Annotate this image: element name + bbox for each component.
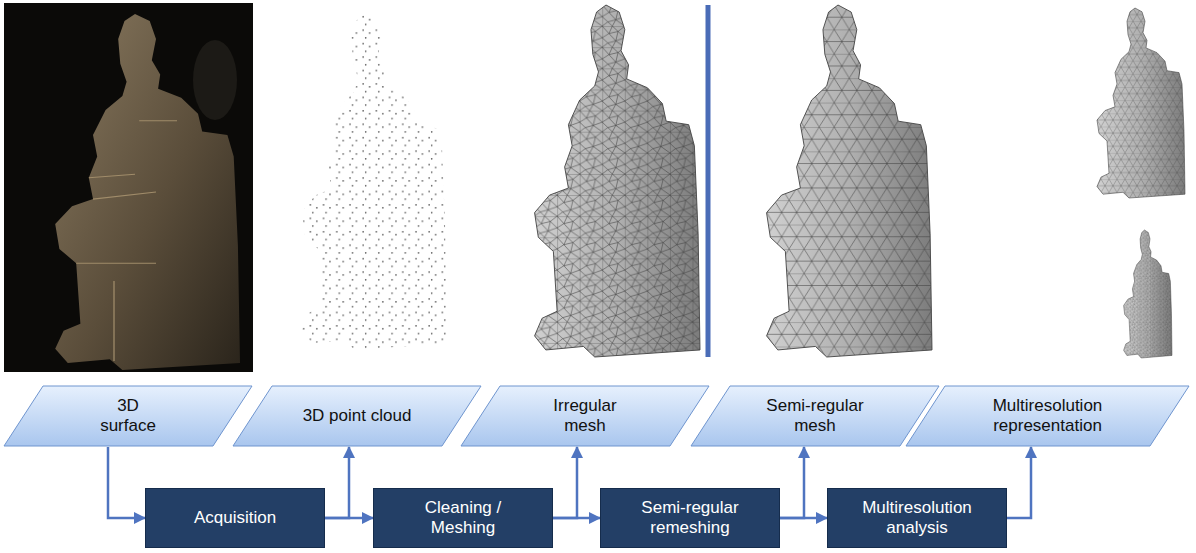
node-label: 3D surface (93, 396, 163, 437)
node-label: Semi-regular mesh (760, 396, 870, 437)
flow-arrow (325, 517, 373, 520)
coarse-mesh (1085, 8, 1185, 198)
statue-figure (55, 14, 240, 370)
flow-arrow (780, 447, 804, 518)
node-label: 3D point cloud (295, 406, 420, 426)
process-box: Cleaning / Meshing (373, 488, 553, 548)
data-parallelogram: 3D point cloud (232, 385, 482, 447)
flow-arrow (553, 447, 577, 518)
node-label: Multiresolution analysis (855, 498, 980, 539)
parallelogram-outline (4, 386, 252, 446)
mesh-wireframe (512, 5, 700, 357)
process-box: Semi-regular remeshing (600, 488, 780, 548)
node-label: Semi-regular remeshing (628, 498, 753, 539)
mesh-wireframe (1085, 8, 1185, 198)
flow-arrow (108, 447, 145, 518)
flow-arrow (553, 517, 600, 520)
point-dots (282, 14, 447, 350)
parallelogram-outline (691, 386, 939, 446)
flow-arrow (325, 447, 349, 518)
statue-photo (4, 3, 253, 372)
data-parallelogram: Irregular mesh (460, 385, 710, 447)
process-box: Acquisition (145, 488, 325, 548)
node-label: Cleaning / Meshing (401, 498, 526, 539)
data-parallelogram: 3D surface (3, 385, 253, 447)
irregular-mesh (512, 5, 700, 357)
divider-line (706, 5, 711, 357)
parallelogram-outline (233, 386, 481, 446)
mesh-outline (767, 5, 932, 357)
data-parallelogram: Semi-regular mesh (690, 385, 940, 447)
data-parallelogram: Multiresolution representation (905, 385, 1190, 447)
coarsest-mesh (1117, 230, 1172, 358)
flow-arrow (780, 517, 827, 520)
parallelogram-outline (461, 386, 709, 446)
mesh-outline (1097, 8, 1185, 198)
flow-arrow (1007, 447, 1031, 518)
background-figure (193, 40, 237, 120)
mesh-wireframe (1117, 230, 1172, 358)
process-box: Multiresolution analysis (827, 488, 1007, 548)
point-cloud (282, 14, 447, 350)
mesh-outline (535, 5, 700, 357)
statue-detail (76, 121, 177, 361)
parallelogram-outline (906, 386, 1189, 446)
mesh-wireframe (744, 5, 932, 357)
node-label: Multiresolution representation (980, 396, 1115, 437)
photo-background (4, 3, 253, 372)
node-label: Irregular mesh (540, 396, 630, 437)
mesh-outline (1124, 230, 1172, 358)
node-label: Acquisition (173, 508, 298, 528)
semi-regular-mesh (744, 5, 932, 357)
